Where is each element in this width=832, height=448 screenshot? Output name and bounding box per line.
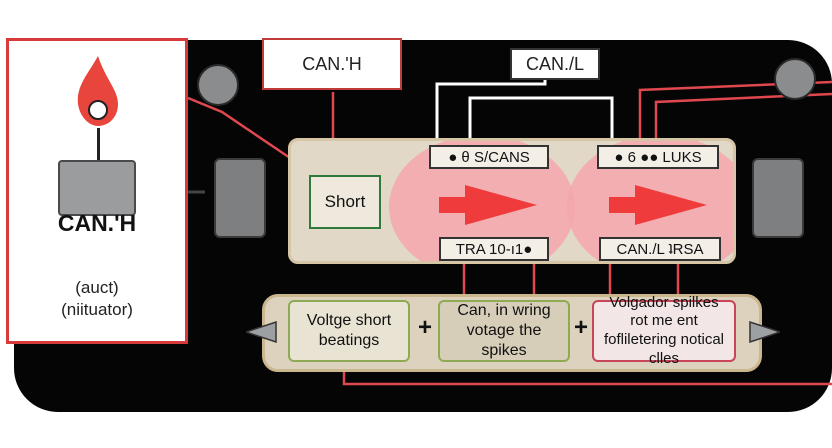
- wire-white-right: [468, 96, 614, 155]
- card-voltage-spikes: Volgador spilkes rot me ent foflileterin…: [592, 294, 736, 367]
- chip-tra: TRA 10-ı1●: [439, 237, 549, 261]
- arrow-right-icon: [439, 185, 537, 225]
- plus-sign-2: +: [574, 314, 589, 341]
- bolt-right-icon: [749, 320, 780, 344]
- wire-panel-link: [187, 96, 297, 164]
- bolt-left-icon: [246, 320, 277, 344]
- arrow-right-icon: [609, 185, 707, 225]
- flame-icon: [77, 56, 118, 126]
- knob-right: [774, 58, 816, 100]
- wire-red-top-2: [654, 92, 832, 155]
- flame-stem: [97, 128, 100, 162]
- panel-subtitle-1: (auct): [75, 278, 119, 297]
- panel-subtitle-2: (niituator): [61, 300, 133, 319]
- wire-white-left: [435, 78, 547, 155]
- ecu-device: [58, 160, 136, 216]
- knob-left: [197, 64, 239, 106]
- plus-sign-1: +: [418, 314, 433, 341]
- card-wiring-spikes: Can, in wring votage the spikes: [438, 300, 570, 362]
- can-l-label: CAN./L: [510, 48, 600, 80]
- short-box: Short: [309, 175, 381, 229]
- connector-left: [214, 158, 266, 238]
- wire-red-top-1: [638, 80, 832, 155]
- transceiver-module: Short ● θ S/CANS ● 6 ●● LUKS TRA 10-ı1● …: [288, 138, 736, 264]
- card-voltage-short: Voltge short beatings: [288, 300, 410, 362]
- chip-can-l-rsa: CAN./L ʇRSA: [599, 237, 721, 261]
- panel-title: CAN.'H: [57, 210, 137, 236]
- can-h-label: CAN.'H: [262, 38, 402, 90]
- chip-can-s: ● θ S/CANS: [429, 145, 549, 169]
- connector-right: [752, 158, 804, 238]
- chip-luks: ● 6 ●● LUKS: [597, 145, 719, 169]
